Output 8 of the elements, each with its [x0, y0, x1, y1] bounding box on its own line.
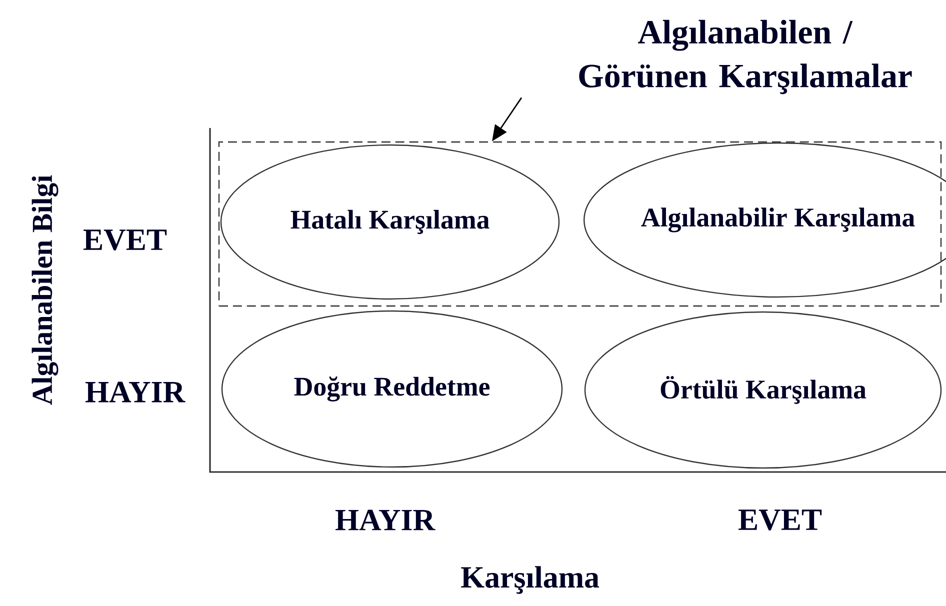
callout-text: Algılanabilen / Görünen Karşılamalar — [579, 20, 912, 94]
axis-label: HAYIR — [85, 382, 186, 402]
axis-label: EVET — [84, 230, 167, 250]
dashed-box — [218, 141, 942, 307]
axis-label: HAYIR — [335, 510, 436, 530]
axis-label: EVET — [738, 510, 822, 530]
axis-title: Karşılama — [461, 566, 600, 594]
axis-title: Algılanabilen Bilgi — [32, 175, 58, 405]
